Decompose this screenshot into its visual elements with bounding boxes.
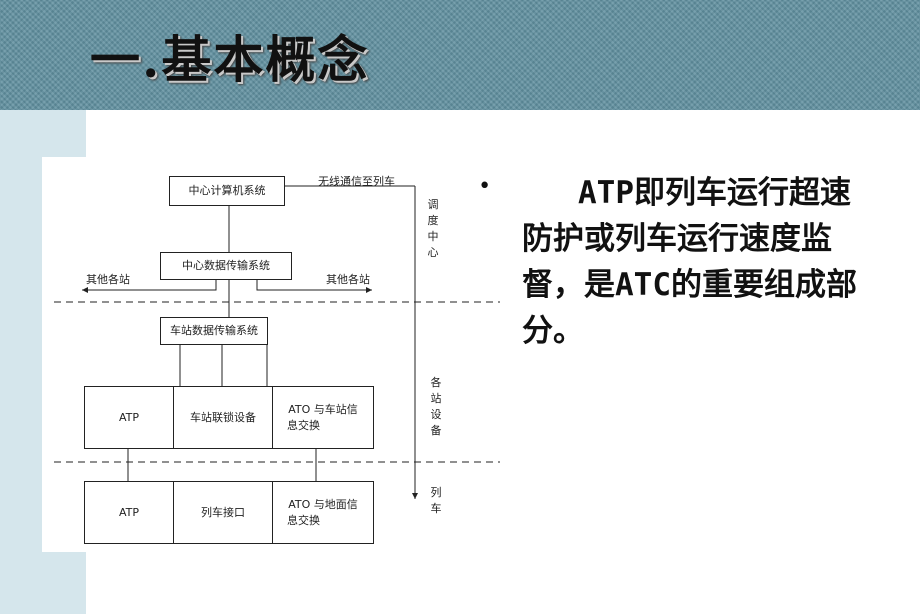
train-ato-line2: 息交换	[287, 513, 320, 527]
wireless-label: 无线通信至列车	[318, 175, 395, 188]
train-label: 列车	[430, 486, 442, 515]
bullet-text: ATP即列车运行超速防护或列车运行速度监督，是ATC的重要组成部分。	[522, 175, 857, 349]
dispatch-center-label: 调度中心	[427, 198, 439, 259]
other-right-line	[256, 280, 372, 293]
station-equipment-label: 各站设备	[430, 376, 442, 437]
slide-title: 一.基本概念	[90, 30, 370, 89]
station-ato-cell: ATO 与车站信 息交换	[273, 387, 373, 448]
other-stations-right-label: 其他各站	[326, 273, 370, 286]
station-atp-cell: ATP	[85, 387, 174, 448]
station-equipment-row: ATP 车站联锁设备 ATO 与车站信 息交换	[84, 386, 374, 449]
other-left-line	[82, 280, 217, 293]
center-computer-box: 中心计算机系统	[169, 176, 285, 206]
train-ato-line1: ATO 与地面信	[288, 498, 358, 512]
train-equipment-row: ATP 列车接口 ATO 与地面信 息交换	[84, 481, 374, 544]
station-ato-line2: 息交换	[287, 418, 320, 432]
train-atp-cell: ATP	[85, 482, 174, 543]
station-ato-line1: ATO 与车站信	[288, 403, 358, 417]
diagram-lines	[54, 185, 500, 499]
station-transmission-box: 车站数据传输系统	[160, 317, 268, 345]
atc-architecture-diagram: 中心计算机系统 中心数据传输系统 车站数据传输系统 无线通信至列车 其他各站 其…	[42, 157, 505, 552]
station-interlock-cell: 车站联锁设备	[174, 387, 273, 448]
bullet-marker: •	[478, 174, 492, 199]
train-interface-cell: 列车接口	[174, 482, 273, 543]
title-banner	[0, 0, 920, 110]
train-ato-cell: ATO 与地面信 息交换	[273, 482, 373, 543]
center-transmission-box: 中心数据传输系统	[160, 252, 292, 280]
other-stations-left-label: 其他各站	[86, 273, 130, 286]
